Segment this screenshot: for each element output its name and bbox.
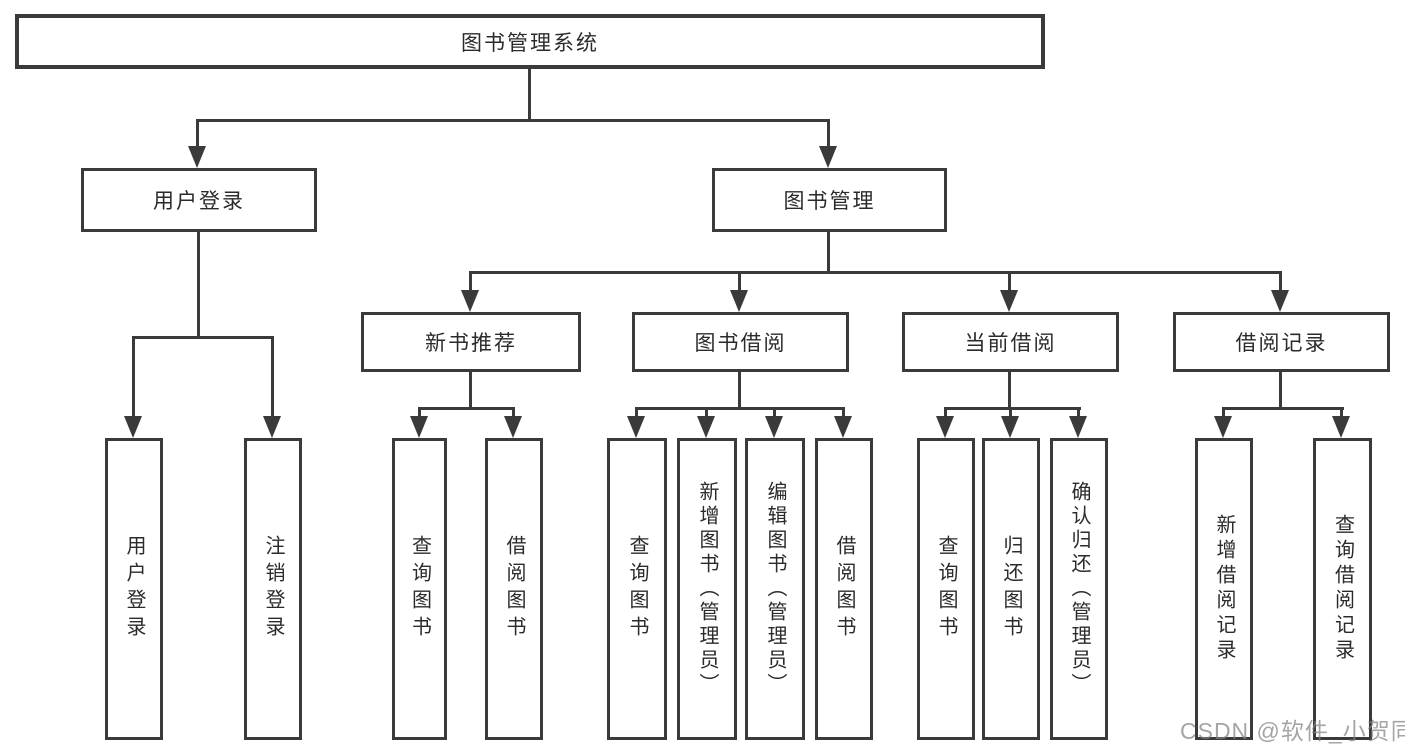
leaf-return-book: 归还图书 xyxy=(982,438,1040,740)
leaf-borrow-book-1-label: 借阅图书 xyxy=(503,535,525,643)
node-borrow-record: 借阅记录 xyxy=(1173,312,1390,372)
arrow-to-return-book xyxy=(1001,407,1019,438)
leaf-query-book-1-label: 查询图书 xyxy=(408,535,431,643)
connector-book-mgmt-stem xyxy=(827,232,830,271)
leaf-add-book-admin: 新增图书（管理员） xyxy=(677,438,737,740)
connector-current-borrow-stem xyxy=(1008,372,1011,407)
arrow-to-edit-book xyxy=(765,407,783,438)
leaf-query-book-3: 查询图书 xyxy=(917,438,975,740)
connector-new-book-stem xyxy=(469,372,472,407)
leaf-confirm-return-admin-label: 确认归还（管理员） xyxy=(1068,481,1090,697)
leaf-add-book-admin-label: 新增图书（管理员） xyxy=(696,481,718,697)
leaf-logout-label: 注销登录 xyxy=(262,535,284,643)
connector-borrow-record-stem xyxy=(1279,372,1282,407)
leaf-query-borrow-record: 查询借阅记录 xyxy=(1313,438,1372,740)
arrow-to-query-book-1 xyxy=(410,407,428,438)
arrow-to-add-borrow-record xyxy=(1214,407,1232,438)
leaf-query-borrow-record-label: 查询借阅记录 xyxy=(1331,514,1354,664)
leaf-query-book-1: 查询图书 xyxy=(392,438,447,740)
arrow-to-user-login xyxy=(188,119,206,168)
arrow-to-user-login-leaf xyxy=(124,336,142,438)
connector-root-stem xyxy=(528,69,531,119)
leaf-user-login: 用户登录 xyxy=(105,438,163,740)
connector-new-book-bar xyxy=(418,407,515,410)
arrow-to-book-borrow xyxy=(730,271,748,312)
arrow-to-borrow-book-2 xyxy=(834,407,852,438)
leaf-query-book-2: 查询图书 xyxy=(607,438,667,740)
connector-user-login-bar xyxy=(132,336,274,339)
connector-book-borrow-stem xyxy=(738,372,741,407)
leaf-query-book-2-label: 查询图书 xyxy=(626,535,648,643)
node-user-login: 用户登录 xyxy=(81,168,317,232)
arrow-to-borrow-book-1 xyxy=(504,407,522,438)
node-book-borrow: 图书借阅 xyxy=(632,312,849,372)
connector-user-login-stem xyxy=(197,232,200,336)
leaf-edit-book-admin: 编辑图书（管理员） xyxy=(745,438,805,740)
csdn-watermark: CSDN @软件_小贺同学 xyxy=(1180,718,1405,744)
connector-book-borrow-bar xyxy=(635,407,845,410)
connector-current-borrow-bar xyxy=(944,407,1081,410)
leaf-add-borrow-record-label: 新增借阅记录 xyxy=(1213,514,1235,664)
leaf-query-book-3-label: 查询图书 xyxy=(935,535,957,643)
node-current-borrow: 当前借阅 xyxy=(902,312,1119,372)
leaf-edit-book-admin-label: 编辑图书（管理员） xyxy=(764,481,786,697)
arrow-to-current-borrow xyxy=(1000,271,1018,312)
arrow-to-logout-leaf xyxy=(263,336,281,438)
node-library-management-system: 图书管理系统 xyxy=(15,14,1045,69)
connector-borrow-record-bar xyxy=(1222,407,1344,410)
leaf-logout: 注销登录 xyxy=(244,438,302,740)
arrow-to-book-management xyxy=(819,119,837,168)
arrow-to-borrow-record xyxy=(1271,271,1289,312)
leaf-borrow-book-2: 借阅图书 xyxy=(815,438,873,740)
node-book-management: 图书管理 xyxy=(712,168,947,232)
arrow-to-query-borrow-record xyxy=(1332,407,1350,438)
connector-book-mgmt-bar xyxy=(469,271,1282,274)
connector-root-bar xyxy=(196,119,830,122)
arrow-to-query-book-2 xyxy=(627,407,645,438)
leaf-add-borrow-record: 新增借阅记录 xyxy=(1195,438,1253,740)
arrow-to-confirm-return xyxy=(1069,407,1087,438)
arrow-to-new-book-rec xyxy=(461,271,479,312)
arrow-to-add-book xyxy=(697,407,715,438)
leaf-borrow-book-1: 借阅图书 xyxy=(485,438,543,740)
leaf-return-book-label: 归还图书 xyxy=(1000,535,1022,643)
node-new-book-recommend: 新书推荐 xyxy=(361,312,581,372)
leaf-confirm-return-admin: 确认归还（管理员） xyxy=(1050,438,1108,740)
arrow-to-query-book-3 xyxy=(936,407,954,438)
leaf-user-login-label: 用户登录 xyxy=(123,535,145,643)
leaf-borrow-book-2-label: 借阅图书 xyxy=(833,535,855,643)
